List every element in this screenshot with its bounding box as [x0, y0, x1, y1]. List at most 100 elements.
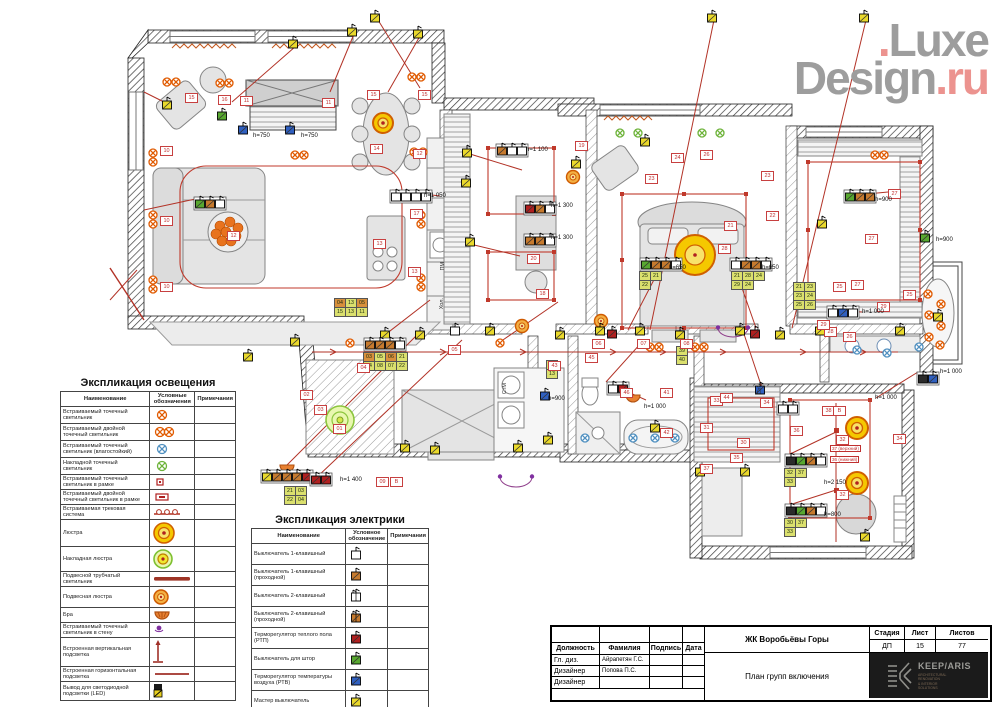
master-icon	[345, 690, 389, 707]
light-o2h	[162, 77, 181, 87]
circuit-tag: 37	[700, 464, 713, 474]
light-ch	[372, 112, 394, 134]
plan-annotation: h=1 050	[424, 193, 446, 199]
led-icon	[149, 681, 196, 701]
light-o2v	[148, 275, 158, 294]
switch-bank	[826, 304, 860, 320]
wiring	[109, 19, 919, 542]
legend-header-name: Наименование	[59, 391, 151, 407]
circuit-tag: 10	[160, 146, 173, 156]
circuit-tag: 22	[766, 211, 779, 221]
circuit-tag: 23	[761, 171, 774, 181]
switch-r	[750, 325, 760, 339]
lighting-legend-title: Экспликация освещения	[80, 377, 216, 389]
legend-row: Подвесной трубчатый светильник	[59, 571, 236, 587]
legend-item-name: Вывод для светодиодной подсветки (LED)	[59, 681, 151, 701]
legend-item-note	[194, 637, 236, 667]
spot_surf-icon	[149, 457, 196, 475]
switch-bank	[776, 400, 800, 416]
electrical-legend-title: Экспликация электрики	[275, 514, 405, 526]
circuit-tag: 35	[730, 453, 743, 463]
tube-icon	[149, 571, 196, 587]
firm-subtitle: ARCHITECTURAL RENOVATION & INTERIOR SOLU…	[917, 673, 947, 690]
legend-row: Мастер выключатель	[250, 690, 429, 707]
group-number: 37	[795, 468, 807, 478]
plan-annotation: h=900	[875, 197, 892, 203]
light-ch	[845, 416, 869, 440]
row3-surname	[599, 676, 649, 688]
circuit-tag: 17	[410, 209, 423, 219]
circuit-tag: 25	[903, 290, 916, 300]
light-b	[650, 433, 660, 443]
switch-bank	[193, 195, 227, 211]
legend-item-name: Встроенная горизонтальная подсветка	[59, 666, 151, 682]
legend-item-name: Встраиваемый точечный светильник	[59, 406, 151, 424]
legend-row: Встраиваемый точечный светильник	[59, 406, 236, 424]
plan-annotation: h=800	[824, 512, 841, 518]
circuit-tag: 42	[660, 428, 673, 438]
plan-annotation: h=900	[936, 237, 953, 243]
legend-item-note	[194, 571, 236, 587]
switch-y	[162, 96, 172, 110]
circuit-tag: 24	[671, 153, 684, 163]
row2-surname: Попова П.С.	[599, 665, 649, 676]
legend-header-notes: Примечания	[387, 528, 429, 544]
switch-y	[370, 9, 380, 23]
legend-item-note	[194, 622, 236, 638]
switch-bank	[523, 200, 557, 216]
circuit-tag: 19	[575, 141, 588, 151]
legend-row: Выключатель 2-клавишный (проходной)	[250, 606, 429, 628]
light-b	[852, 345, 862, 355]
legend-item-name: Выключатель для штор	[250, 648, 347, 670]
circuit-tag: 34	[760, 398, 773, 408]
legend-row: Встроенная горизонтальная подсветка	[59, 666, 236, 682]
plan-annotation: h=900	[548, 396, 565, 402]
switch-bank	[260, 468, 314, 484]
light-o2h	[870, 150, 889, 160]
plan-annotation: h=1 000	[644, 404, 666, 410]
plan-annotation: h=750	[253, 133, 270, 139]
legend-item-name: Встроенная вертикальная подсветка	[59, 637, 151, 667]
switch-y	[462, 144, 472, 158]
windows	[128, 30, 883, 559]
circuit-tag: 32	[836, 490, 849, 500]
legend-item-note	[387, 627, 429, 649]
circuit-tag: 31	[700, 423, 713, 433]
plan-annotation: ПМ	[440, 262, 446, 271]
switch-y	[347, 23, 357, 37]
switch-bank	[389, 188, 433, 204]
circuit-tag: 29	[817, 320, 830, 330]
circuit-tag: 44	[720, 393, 733, 403]
wall_spot-icon	[149, 622, 196, 638]
legend-item-name: Терморегулятор температуры воздуха (РТВ)	[250, 669, 347, 691]
group-number: 24	[753, 271, 765, 281]
circuit-tag: 29	[877, 302, 890, 312]
legend-item-note	[194, 406, 236, 424]
light-b	[628, 433, 638, 443]
plan-annotation: h=650	[762, 265, 779, 271]
circuit-tag: 08	[680, 339, 693, 349]
legend-item-name: Встраиваемый двойной точечный светильник…	[59, 489, 151, 505]
light-o	[936, 299, 946, 309]
circuit-tag: 03	[314, 405, 327, 415]
legend-row: Встраиваемый двойной точечный светильник…	[59, 489, 236, 505]
light-w	[497, 474, 503, 479]
circuit-tag: 02	[300, 390, 313, 400]
keeparis-logo: KEEP/ARIS ARCHITECTURAL RENOVATION & INT…	[869, 652, 988, 698]
legend-item-note	[194, 457, 236, 475]
row3-position: Дизайнер	[552, 676, 599, 688]
switch-y	[288, 35, 298, 49]
spot-icon	[149, 406, 196, 424]
plan-annotation: 36 (нижний)	[830, 456, 860, 463]
group-number: 26	[804, 300, 816, 310]
legend-item-name: Выключатель 2-клавишный	[250, 585, 347, 607]
keeparis-logo-mark	[887, 661, 912, 690]
light-ch	[845, 471, 869, 495]
circuit-tag: 10	[160, 282, 173, 292]
switch-y	[595, 322, 605, 336]
circuit-tag: 45	[585, 353, 598, 363]
